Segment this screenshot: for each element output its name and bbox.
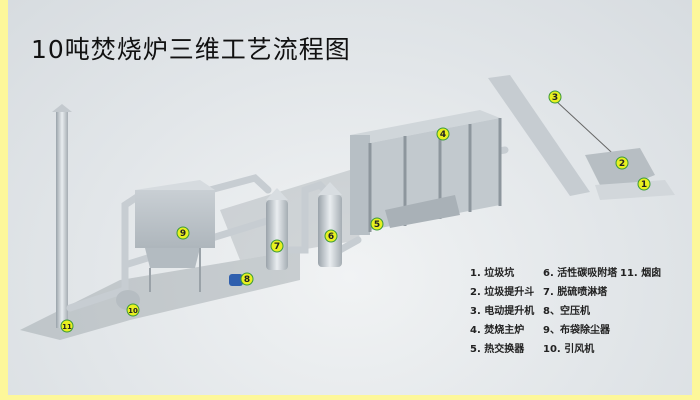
legend-item: 7. 脱硫喷淋塔 <box>543 287 608 298</box>
legend-item: 9、布袋除尘器 <box>543 325 610 336</box>
activated-carbon-tower <box>318 182 342 267</box>
marker-5: 5 <box>370 217 384 231</box>
legend-item: 5. 热交换器 <box>470 344 525 355</box>
legend-item: 4. 焚烧主炉 <box>470 325 525 336</box>
marker-4: 4 <box>436 127 450 141</box>
svg-text:2: 2 <box>619 159 625 169</box>
garbage-pit <box>595 180 675 200</box>
svg-text:4: 4 <box>440 130 446 140</box>
marker-8: 8 <box>240 272 254 286</box>
svg-text:3: 3 <box>552 93 558 103</box>
bag-filter <box>135 180 215 292</box>
garbage-bucket <box>585 148 655 195</box>
legend-item: 11. 烟囱 <box>620 268 662 279</box>
incinerator-furnace <box>350 110 502 235</box>
svg-text:8: 8 <box>244 275 250 285</box>
legend-item: 6. 活性碳吸附塔 <box>543 268 618 279</box>
electric-hoist <box>488 75 623 196</box>
svg-text:7: 7 <box>274 242 280 252</box>
chimney <box>52 104 72 328</box>
marker-3: 3 <box>548 90 562 104</box>
svg-text:1: 1 <box>641 180 647 190</box>
markers: 1 2 3 4 5 6 7 8 9 10 11 <box>60 90 651 333</box>
air-compressor <box>229 274 243 286</box>
marker-7: 7 <box>270 239 284 253</box>
desulfurization-tower <box>266 188 288 270</box>
legend-item: 3. 电动提升机 <box>470 306 535 317</box>
ground-shadow <box>20 250 300 340</box>
marker-1: 1 <box>637 177 651 191</box>
svg-text:10: 10 <box>128 307 138 315</box>
svg-text:6: 6 <box>328 232 334 242</box>
marker-6: 6 <box>324 229 338 243</box>
svg-text:9: 9 <box>180 229 186 239</box>
marker-2: 2 <box>615 156 629 170</box>
legend-item: 10. 引风机 <box>543 344 595 355</box>
page-title: 10吨焚烧炉三维工艺流程图 <box>31 35 351 64</box>
marker-10: 10 <box>126 303 140 317</box>
legend-item: 2. 垃圾提升斗 <box>470 287 535 298</box>
svg-text:11: 11 <box>62 323 72 331</box>
marker-11: 11 <box>60 319 74 333</box>
marker-9: 9 <box>176 226 190 240</box>
legend-item: 8、空压机 <box>543 306 590 317</box>
legend-item: 1. 垃圾坑 <box>470 268 515 279</box>
svg-text:5: 5 <box>374 220 380 230</box>
